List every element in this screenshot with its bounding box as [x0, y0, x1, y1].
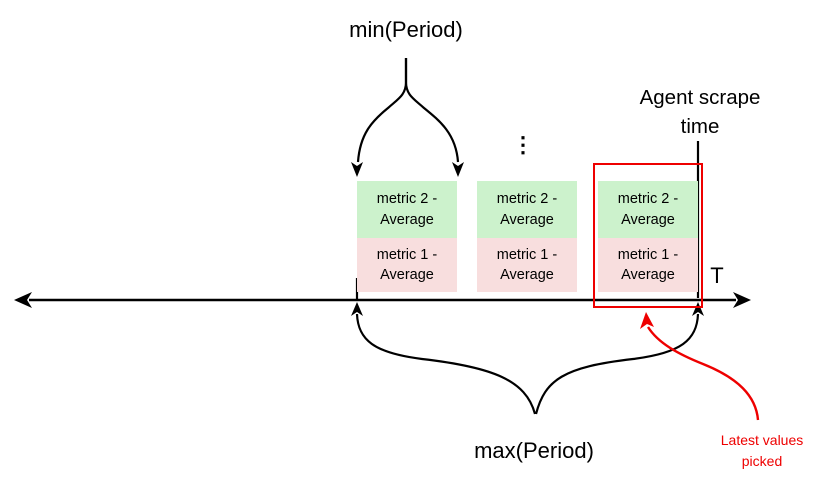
max-period-brace-right-arm [534, 313, 700, 415]
latest-values-arrow [646, 326, 760, 421]
min-period-brace-right-arm [404, 58, 460, 163]
axis-left-arrowhead-icon [14, 292, 32, 308]
max-period-label: max(Period) [474, 438, 594, 463]
latest-values-highlight-rect [593, 163, 703, 308]
axis-right-arrowhead-icon [733, 292, 751, 308]
group1-metric2-label: metric 2 - Average [376, 191, 438, 228]
continuation-ellipsis: ⋮ [512, 132, 534, 157]
min-period-label: min(Period) [349, 17, 463, 42]
min-period-brace-left-arm [356, 58, 408, 163]
group2-metric2-label: metric 2 - Average [496, 191, 558, 228]
max-period-left-arrowhead-icon [351, 302, 363, 316]
axis-t-label: T [710, 263, 724, 288]
max-period-brace-left-arm [355, 313, 537, 415]
group2-metric1-label: metric 1 - Average [496, 246, 558, 283]
group3-metric1-label: metric 1 - Average [617, 246, 679, 283]
max-period-right-arrowhead-icon [692, 302, 704, 316]
latest-values-picked-label: Latest values picked [720, 432, 804, 469]
agent-scrape-time-label: Agent scrape time [639, 86, 761, 138]
min-period-left-arrowhead-icon [351, 162, 363, 177]
group3-metric2-label: metric 2 - Average [617, 191, 679, 228]
min-period-right-arrowhead-icon [452, 162, 464, 177]
group2-metric2-box: metric 2 - Average [477, 181, 577, 238]
group2-metric1-box: metric 1 - Average [477, 238, 577, 292]
group1-metric1-box: metric 1 - Average [357, 238, 457, 292]
group1-metric2-box: metric 2 - Average [357, 181, 457, 238]
group3-metric1-box: metric 1 - Average [598, 238, 698, 292]
latest-values-arrowhead-icon [640, 312, 654, 329]
group3-metric2-box: metric 2 - Average [598, 181, 698, 238]
group1-metric1-label: metric 1 - Average [376, 246, 438, 283]
